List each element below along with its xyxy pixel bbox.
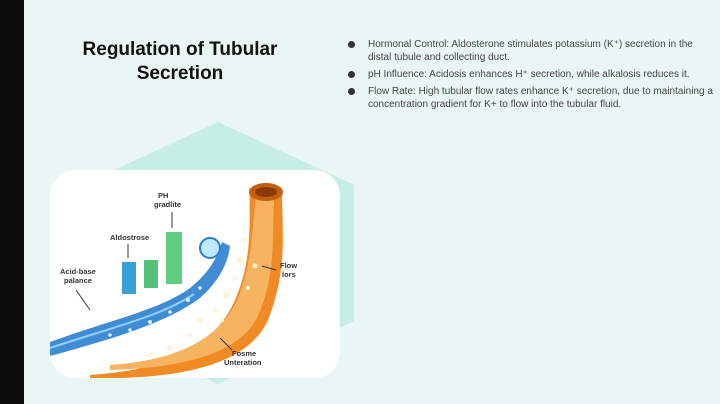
svg-text:lors: lors (282, 270, 296, 279)
label-ph-gradlite: PH (158, 191, 168, 200)
svg-text:Unteration: Unteration (224, 358, 262, 367)
label-aldostrose: Aldostrose (110, 233, 149, 242)
label-acid-base: Acid-base (60, 267, 96, 276)
blue-flow-stream (50, 242, 230, 356)
label-flow: Flow (280, 261, 297, 270)
bullet-text: pH Influence: Acidosis enhances H⁺ secre… (368, 69, 690, 80)
slide-title: Regulation of Tubular Secretion (82, 39, 278, 84)
svg-text:gradlite: gradlite (154, 200, 181, 209)
label-fosme: Fosme (232, 349, 256, 358)
bar-green-small (144, 260, 158, 288)
bullet-item: pH Influence: Acidosis enhances H⁺ secre… (344, 68, 716, 81)
bullet-dot-icon (348, 71, 355, 78)
bullet-list: Hormonal Control: Aldosterone stimulates… (344, 38, 716, 115)
slide: Regulation of Tubular Secretion (24, 0, 720, 404)
bullet-text: Flow Rate: High tubular flow rates enhan… (368, 86, 713, 110)
svg-text:palance: palance (64, 276, 92, 285)
bar-blue (122, 262, 136, 294)
bullet-item: Flow Rate: High tubular flow rates enhan… (344, 85, 716, 111)
tubular-secretion-illustration: PH gradlite Aldostrose Acid-base palance… (50, 170, 340, 378)
bullet-item: Hormonal Control: Aldosterone stimulates… (344, 38, 716, 64)
bullet-dot-icon (348, 88, 355, 95)
bullet-text: Hormonal Control: Aldosterone stimulates… (368, 39, 693, 63)
tubule-inner (110, 198, 274, 370)
bar-green-tall (166, 232, 182, 284)
left-edge-bar (0, 0, 24, 404)
bullet-dot-icon (348, 41, 355, 48)
